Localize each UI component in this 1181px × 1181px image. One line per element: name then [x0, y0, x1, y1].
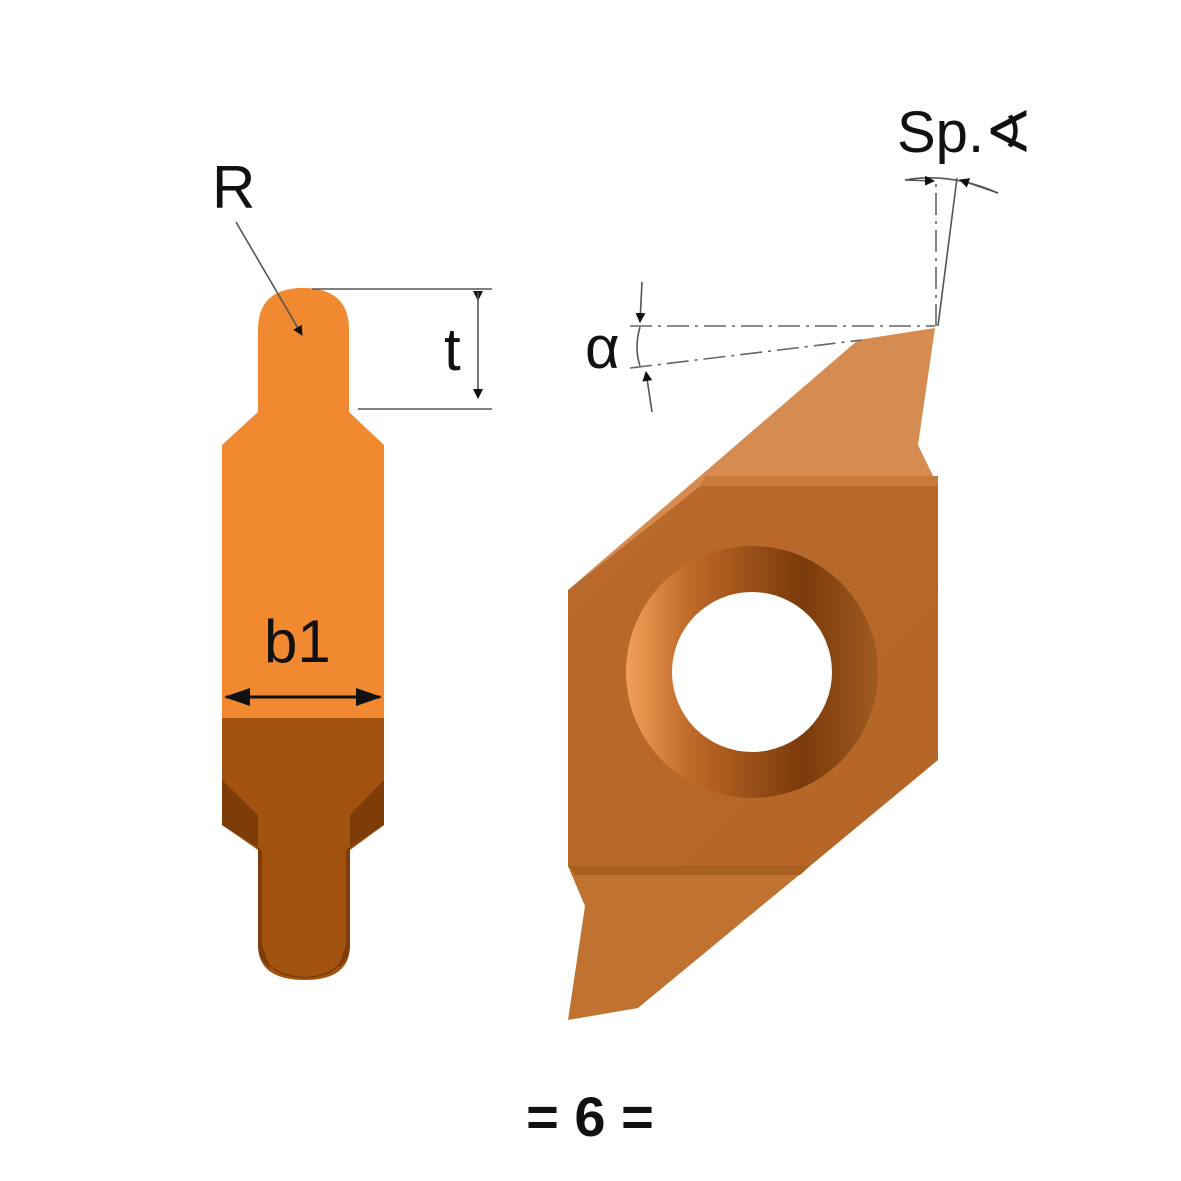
insert-bore-hole [672, 592, 832, 752]
insert-side-chamfer-left [222, 780, 270, 968]
point-angle-label: Sp.∢ [897, 100, 1033, 165]
radius-label: R [212, 154, 255, 221]
insert-top-rake-upper-edge [700, 476, 938, 486]
insert-top-view [568, 328, 938, 1020]
insert-top-rake-upper [568, 328, 938, 590]
point-angle-dimension [904, 175, 999, 327]
clearance-angle-dimension [629, 281, 935, 413]
insert-side-lower-body [222, 718, 384, 980]
depth-label: t [444, 316, 461, 383]
radius-leader [235, 221, 303, 336]
insert-bottom-relief-edge [568, 866, 810, 875]
insert-side-upper-body [222, 288, 384, 718]
insert-side-chamfer-right [338, 780, 384, 968]
insert-bottom-relief [568, 866, 810, 1020]
depth-dimension [312, 288, 492, 410]
clearance-angle-label: α [585, 314, 620, 381]
insert-side-view [222, 288, 384, 980]
insert-code-label: = 6 = [526, 1085, 654, 1148]
width-label: b1 [264, 608, 331, 675]
